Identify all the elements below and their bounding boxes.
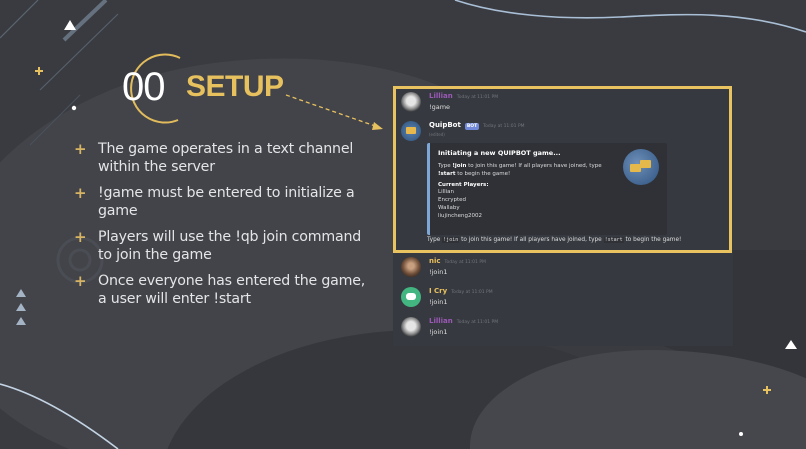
embed-description: Type !join to join this game! If all pla… (438, 162, 618, 178)
message-text: !join1 (429, 328, 448, 336)
embed-text: Type (438, 163, 453, 169)
bot-embed: Initiating a new QUIPBOT game... Type !j… (427, 143, 667, 235)
username: Lillian (429, 92, 453, 100)
bullet-text: Once everyone has entered the game, a us… (98, 273, 366, 307)
embed-text: to begin the game! (455, 171, 511, 177)
discord-default-avatar (401, 287, 421, 307)
message-text: !game (429, 103, 451, 111)
player-name: Lillian (438, 189, 455, 195)
timestamp: Today at 11:01 PM (456, 95, 499, 100)
bullet-text: !game must be entered to initialize a ga… (98, 185, 355, 219)
triangle-icon (16, 303, 26, 311)
footer-text: to begin the game! (623, 237, 682, 243)
wave-line (454, 0, 806, 33)
section-title: SETUP (186, 70, 284, 103)
bullet-item: + Players will use the !qb join command … (74, 228, 374, 264)
dot (71, 105, 77, 111)
arrow-head-icon (372, 122, 383, 130)
bullet-list: + The game operates in a text channel wi… (74, 140, 374, 316)
message-text: !join1 (429, 298, 448, 306)
triangle-icon (64, 20, 76, 30)
bullet-text: The game operates in a text channel with… (98, 141, 354, 175)
username: nic (429, 257, 441, 265)
chat-message: QuipBot BOT Today at 11:01 PM (edited) (393, 121, 525, 141)
title-circle (130, 53, 181, 124)
plus-icon: + (74, 140, 87, 158)
plus-icon: + (74, 272, 87, 290)
player-name: liujincheng2002 (438, 213, 482, 219)
triangle-icon (16, 289, 26, 297)
player-name: Encrypted (438, 197, 467, 203)
timestamp: Today at 11:01 PM (483, 124, 525, 129)
triangle-icon (16, 317, 26, 325)
highlight-box (393, 86, 732, 253)
quipbot-avatar (401, 121, 421, 141)
lillian-avatar (401, 317, 421, 337)
nic-avatar (401, 257, 421, 277)
wave-line (0, 383, 119, 449)
bot-badge: BOT (464, 123, 480, 130)
embed-title: Initiating a new QUIPBOT game... (438, 149, 561, 157)
chat-message: I Cry Today at 11:01 PM !join1 (393, 287, 493, 307)
arrow-line (285, 94, 379, 128)
embed-text: to join this game! If all players have j… (466, 163, 602, 169)
footer-text: to join this game! If all players have j… (459, 237, 604, 243)
bullet-item: + The game operates in a text channel wi… (74, 140, 374, 176)
chat-message: Lillian Today at 11:01 PM !game (393, 92, 498, 112)
bullet-item: + Once everyone has entered the game, a … (74, 272, 374, 308)
diagonal-line (39, 13, 119, 91)
embed-field-name: Current Players: (438, 182, 489, 188)
gear-icon (56, 236, 104, 284)
username: QuipBot (429, 121, 461, 129)
plus-icon: + (74, 184, 87, 202)
diagonal-line (62, 0, 108, 42)
plus-icon (35, 67, 43, 75)
timestamp: Today at 11:01 PM (456, 320, 499, 325)
triangle-icon (785, 340, 797, 349)
timestamp: Today at 11:01 PM (451, 290, 493, 295)
start-command: !start (603, 237, 624, 243)
username: I Cry (429, 287, 448, 295)
slide-title: 00 SETUP (110, 52, 284, 122)
dot (739, 432, 743, 436)
player-name: Wallaby (438, 205, 460, 211)
username: Lillian (429, 317, 453, 325)
section-number: 00 (122, 64, 166, 109)
start-command: !start (438, 171, 456, 177)
player-list: Lillian Encrypted Wallaby liujincheng200… (438, 188, 659, 220)
footer-text: Type (427, 237, 443, 243)
join-command: !join (452, 163, 467, 169)
diagonal-line (29, 94, 81, 146)
edited-label: (edited) (429, 132, 445, 137)
plus-icon: + (74, 228, 87, 246)
timestamp: Today at 11:01 PM (444, 260, 486, 265)
bullet-item: + !game must be entered to initialize a … (74, 184, 374, 220)
chat-message: Lillian Today at 11:01 PM !join1 (393, 317, 498, 337)
lillian-avatar (401, 92, 421, 112)
plus-icon (763, 386, 771, 394)
message-text: !join1 (429, 268, 448, 276)
diagonal-line (0, 0, 39, 39)
quipbot-thumbnail-icon (623, 149, 659, 185)
discord-chat-screenshot: Lillian Today at 11:01 PM !game QuipBot … (393, 86, 733, 346)
bullet-text: Players will use the !qb join command to… (98, 229, 362, 263)
join-command: !join (442, 237, 460, 243)
bot-footer-text: Type !join to join this game! If all pla… (427, 237, 681, 243)
chat-message: nic Today at 11:01 PM !join1 (393, 257, 486, 277)
